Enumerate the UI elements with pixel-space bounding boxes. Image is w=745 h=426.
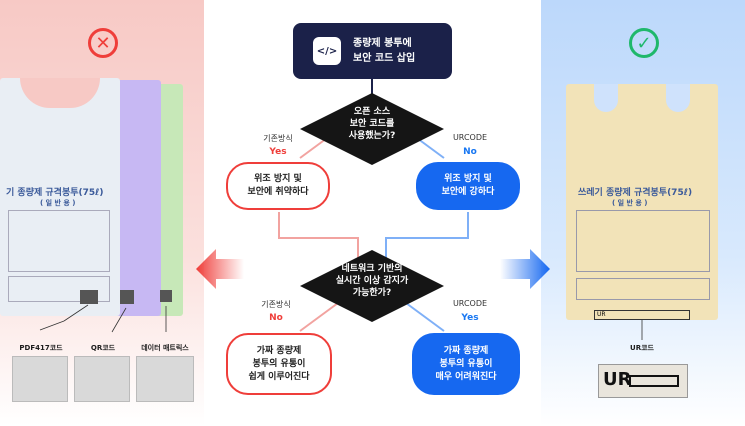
decision-1-text: 오픈 소스 보안 코드를 사용했는가?: [320, 106, 424, 142]
caption-ur-code: UR코드: [630, 344, 654, 352]
left-bag-table: [8, 276, 110, 302]
result-1-left: 위조 방지 및 보안에 취약하다: [226, 162, 330, 210]
result-1-left-line-2: 보안에 취약하다: [247, 187, 309, 197]
ur-code-strip: UR: [594, 310, 690, 320]
decision-2-line-1: 네트워크 기반의: [341, 264, 403, 274]
result-2-right-line-2: 봉투의 유통이: [439, 358, 493, 369]
result-2-left-line-2: 봉투의 유통이: [252, 358, 306, 369]
start-box: </> 종량제 봉투에 보안 코드 삽입: [293, 23, 452, 79]
caption-data-matrix: 데이터 매트릭스: [141, 344, 189, 352]
result-2-left: 가짜 종량제 봉투의 유통이 쉽게 이루어진다: [226, 333, 332, 395]
x-icon: ✕: [88, 28, 118, 58]
branch-1-right-answer: No: [463, 147, 477, 157]
decision-2-line-2: 실시간 이상 감지가: [335, 276, 409, 286]
result-1-left-line-1: 위조 방지 및: [254, 174, 302, 184]
result-1-right: 위조 방지 및 보안에 강하다: [416, 162, 520, 210]
decision-diamond-1: [300, 93, 444, 165]
qr-thumbnail: [74, 356, 130, 402]
result-2-right-line-3: 매우 어려워진다: [435, 371, 497, 382]
start-line-1: 종량제 봉투에: [353, 38, 412, 49]
branch-2-right-answer: Yes: [461, 313, 479, 323]
result-2-right: 가짜 종량제 봉투의 유통이 매우 어려워진다: [412, 333, 520, 395]
decision-1-line-2: 보안 코드를: [349, 119, 395, 129]
check-icon: ✓: [629, 28, 659, 58]
ur-code-thumbnail: UR: [598, 364, 688, 398]
start-box-text: 종량제 봉투에 보안 코드 삽입: [353, 36, 415, 66]
pdf417-code: [80, 290, 98, 304]
right-bag-table: [576, 278, 710, 300]
bag-handle-gap: [666, 84, 690, 112]
pdf417-thumbnail: [12, 356, 68, 402]
data-matrix-code: [160, 290, 172, 302]
decision-1-line-3: 사용했는가?: [348, 131, 396, 141]
ur-code-pattern: [629, 375, 679, 387]
bag-handle-gap: [594, 84, 618, 112]
caption-pdf417: PDF417코드: [19, 344, 63, 352]
branch-1-right-method: URCODE: [452, 133, 488, 142]
left-bag-subtitle: ( 일 반 용 ): [40, 199, 76, 207]
branch-1-left-answer: Yes: [269, 147, 287, 157]
start-line-2: 보안 코드 삽입: [353, 53, 416, 64]
caption-qr: QR코드: [90, 344, 116, 352]
result-2-left-line-1: 가짜 종량제: [256, 345, 302, 356]
data-matrix-thumbnail: [136, 356, 194, 402]
result-2-left-line-3: 쉽게 이루어진다: [248, 371, 310, 382]
result-2-right-line-1: 가짜 종량제: [443, 345, 489, 356]
branch-1-left-method: 기존방식: [263, 134, 293, 143]
left-bag-title: 기 종량제 규격봉투(75ℓ): [6, 188, 104, 198]
qr-code: [120, 290, 134, 304]
left-pointer-lines: [39, 304, 167, 333]
right-arrow: [500, 249, 550, 289]
left-arrow: [196, 249, 244, 289]
right-pointer-line: [641, 320, 643, 340]
decision-1-line-1: 오픈 소스: [353, 107, 391, 117]
left-bag-textbox: [8, 210, 110, 272]
right-bag-textbox: [576, 210, 710, 272]
decision-2-text: 네트워크 기반의 실시간 이상 감지가 가능한가?: [315, 263, 429, 299]
decision-diamond-2: [300, 250, 444, 322]
branch-2-left-method: 기존방식: [261, 300, 291, 309]
result-1-right-line-1: 위조 방지 및: [444, 174, 492, 184]
result-1-right-line-2: 보안에 강하다: [441, 187, 495, 197]
ur-bag: [566, 84, 718, 320]
decision-2-line-3: 가능한가?: [352, 288, 392, 298]
right-bag-subtitle: ( 일 반 용 ): [612, 199, 648, 207]
branch-2-right-method: URCODE: [452, 299, 488, 308]
branch-2-left-answer: No: [269, 313, 283, 323]
ur-thumbnail-label: UR: [603, 369, 632, 390]
shield-code-icon: </>: [313, 37, 341, 65]
right-bag-title: 쓰레기 종량제 규격봉투(75ℓ): [578, 188, 693, 198]
